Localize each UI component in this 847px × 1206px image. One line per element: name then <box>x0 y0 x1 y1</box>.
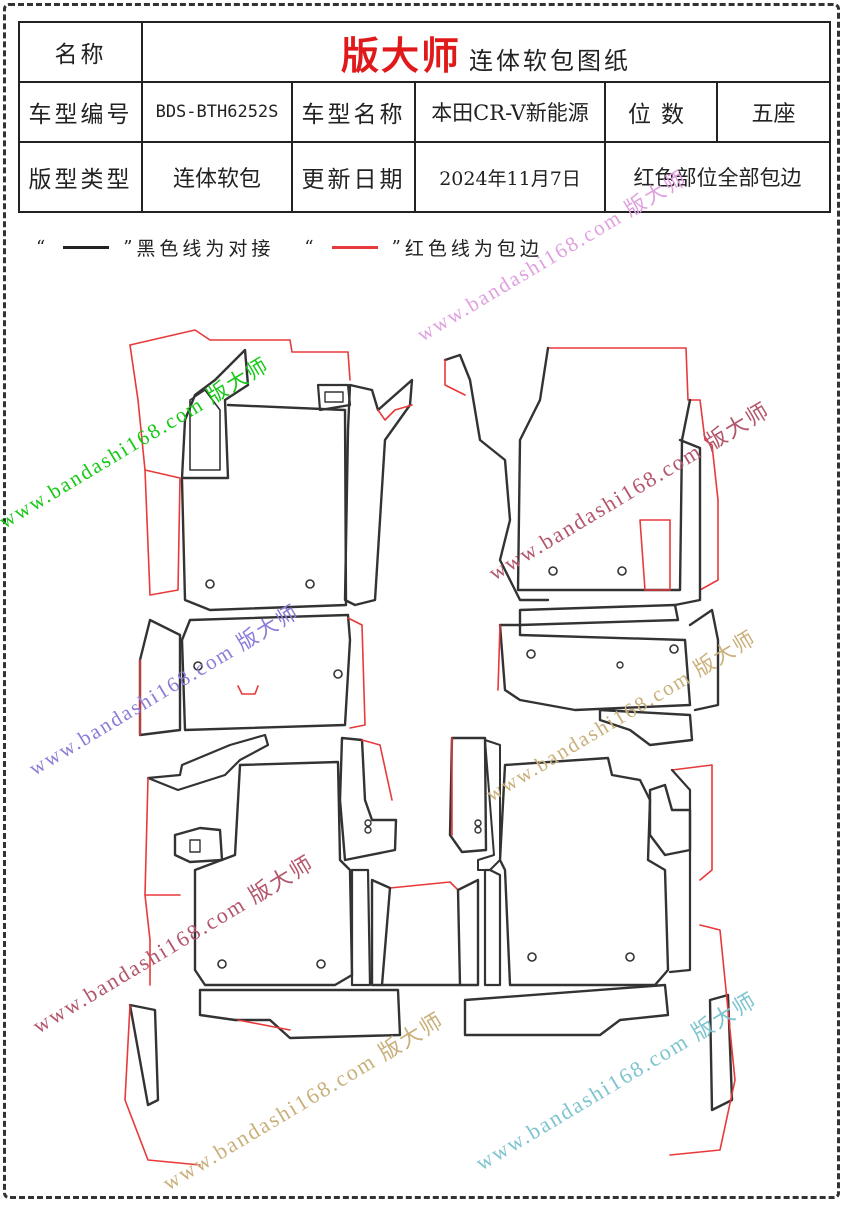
model-name-label: 车型名称 <box>291 81 416 143</box>
model-name-value: 本田CR-V新能源 <box>414 81 606 143</box>
brand-title: 版大师 <box>341 32 462 78</box>
seats-value: 五座 <box>715 81 832 143</box>
spec-table: 名称 版大师连体软包图纸 车型编号 BDS-BTH6252S 车型名称 本田CR… <box>18 21 832 213</box>
model-code-value: BDS-BTH6252S <box>141 81 293 143</box>
type-value: 连体软包 <box>141 141 293 213</box>
front-left-mat <box>129 329 414 612</box>
spec-row-model: 车型编号 BDS-BTH6252S 车型名称 本田CR-V新能源 位数 五座 <box>18 81 832 143</box>
front-left-lower-mat <box>138 613 366 737</box>
red-line-swatch <box>331 245 378 249</box>
front-right-lower-mat <box>497 603 720 747</box>
line-legend: “ ” 黑色线为对接 “ ” 红色线为包边 <box>36 232 543 262</box>
model-code-label: 车型编号 <box>18 81 143 143</box>
legend-open-quote-2: “ <box>304 236 318 258</box>
spec-row-title: 名称 版大师连体软包图纸 <box>18 21 832 83</box>
rear-right-mat <box>448 736 736 1156</box>
date-label: 更新日期 <box>291 141 416 213</box>
spec-row-type: 版型类型 连体软包 更新日期 2024年11月7日 红色部位全部包边 <box>18 141 832 213</box>
front-right-mat <box>443 346 719 607</box>
legend-close-quote: ” <box>123 236 137 258</box>
type-label: 版型类型 <box>18 141 143 213</box>
note-value: 红色部位全部包边 <box>603 141 832 213</box>
seats-label: 位数 <box>604 81 718 143</box>
legend-red-text: 红色线为包边 <box>404 237 543 260</box>
rear-left-mat <box>124 733 402 1166</box>
center-hump-mat <box>370 878 480 987</box>
page-border <box>3 3 840 1199</box>
legend-open-quote: “ <box>36 236 50 258</box>
date-value: 2024年11月7日 <box>414 141 606 213</box>
title-cell: 版大师连体软包图纸 <box>140 21 832 83</box>
legend-close-quote-2: ” <box>391 236 405 258</box>
legend-black-text: 黑色线为对接 <box>136 237 275 260</box>
name-label: 名称 <box>18 21 143 83</box>
black-line-swatch <box>63 245 110 249</box>
doc-title: 连体软包图纸 <box>469 46 632 75</box>
